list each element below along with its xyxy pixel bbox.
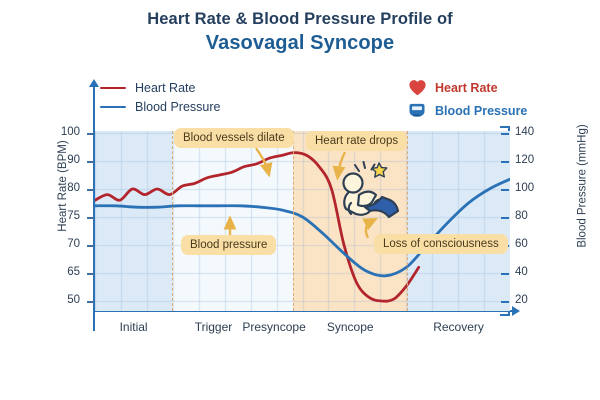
- y-tick-label-left: 70: [67, 238, 80, 250]
- data-curves: [95, 151, 510, 303]
- y-tick-label-left: 90: [67, 154, 80, 166]
- y-tick-label-right: 140: [515, 126, 535, 138]
- y-tick-left: [87, 217, 94, 219]
- phase-divider-0: [172, 131, 174, 311]
- y-axis-left: [93, 86, 96, 331]
- legend-label: Heart Rate: [135, 80, 196, 95]
- blood-pressure-line-swatch: [100, 105, 126, 108]
- y-tick-label-right: 60: [515, 238, 528, 250]
- series-legend: Heart Rate Blood Pressure: [100, 78, 220, 116]
- y-tick-left: [87, 133, 94, 135]
- phase-label-trigger: Trigger: [194, 320, 233, 334]
- y-tick-label-right: 20: [515, 294, 528, 306]
- phase-label-syncope: Syncope: [326, 320, 374, 334]
- icon-legend-item-heart-rate: Heart Rate: [406, 76, 527, 99]
- y-axis-right-title: Blood Pressure (mmHg): [576, 124, 589, 248]
- callout-heart-rate-drops: Heart rate drops: [306, 131, 408, 151]
- y-tick-label-left: 50: [67, 294, 80, 306]
- x-axis: [93, 310, 513, 313]
- y-tick-label-right: 120: [515, 154, 535, 166]
- phase-labels: Initial Trigger Presyncope Syncope Recovery: [95, 313, 510, 341]
- fainting-person-icon: [329, 161, 409, 223]
- phase-label-initial: Initial: [119, 320, 148, 334]
- title-line-2: Vasovagal Syncope: [205, 32, 395, 54]
- y-tick-left: [87, 245, 94, 247]
- phase-label-presyncope: Presyncope: [242, 320, 306, 334]
- y-tick-left: [87, 189, 94, 191]
- legend-label: Blood Pressure: [135, 99, 221, 114]
- page-title: Heart Rate & Blood Pressure Profile of V…: [0, 8, 600, 56]
- grid-lines: [95, 131, 510, 311]
- y-tick-label-left: 100: [60, 126, 80, 138]
- icon-legend-label: Heart Rate: [435, 80, 498, 95]
- y-tick-right: [501, 273, 509, 275]
- phase-label-recovery: Recovery: [433, 320, 484, 334]
- y-tick-left: [87, 161, 94, 163]
- callout-loss-of-consciousness: Loss of consciousness: [374, 234, 508, 254]
- callout-blood-pressure: Blood pressure: [181, 235, 277, 255]
- legend-item-heart-rate: Heart Rate: [100, 78, 220, 97]
- blood-pressure-monitor-icon: [406, 102, 428, 119]
- icon-legend-label: Blood Pressure: [435, 103, 528, 118]
- y-tick-left: [87, 301, 94, 303]
- heart-rate-line-swatch: [100, 86, 126, 89]
- icon-legend: Heart Rate Blood Pressure: [406, 76, 527, 122]
- phase-divider-2: [407, 131, 409, 311]
- phase-divider-1: [293, 131, 295, 311]
- x-axis-arrow: [512, 306, 520, 316]
- plot-area: [95, 131, 510, 311]
- y-tick-label-left: 80: [67, 182, 80, 194]
- y-tick-label-left: 65: [67, 266, 80, 278]
- y-tick-label-right: 80: [515, 210, 528, 222]
- title-line-1: Heart Rate & Blood Pressure Profile of: [147, 10, 453, 28]
- y-tick-left: [87, 273, 94, 275]
- y-axis-right-top-cap: [500, 126, 510, 129]
- icon-legend-item-blood-pressure: Blood Pressure: [406, 99, 527, 122]
- y-axis-arrow: [89, 79, 99, 87]
- callout-blood-vessels-dilate: Blood vessels dilate: [174, 128, 294, 148]
- y-tick-right: [501, 161, 509, 163]
- heart-icon: [406, 79, 428, 96]
- y-tick-right: [501, 217, 509, 219]
- y-tick-label-right: 40: [515, 266, 528, 278]
- legend-item-blood-pressure: Blood Pressure: [100, 97, 220, 116]
- y-tick-label-right: 100: [515, 182, 535, 194]
- y-tick-label-left: 75: [67, 210, 80, 222]
- blood-pressure-curve: [95, 177, 510, 278]
- y-tick-right: [501, 301, 509, 303]
- y-tick-right: [501, 133, 509, 135]
- y-tick-right: [501, 189, 509, 191]
- y-axis-right-bottom-cap: [500, 314, 510, 317]
